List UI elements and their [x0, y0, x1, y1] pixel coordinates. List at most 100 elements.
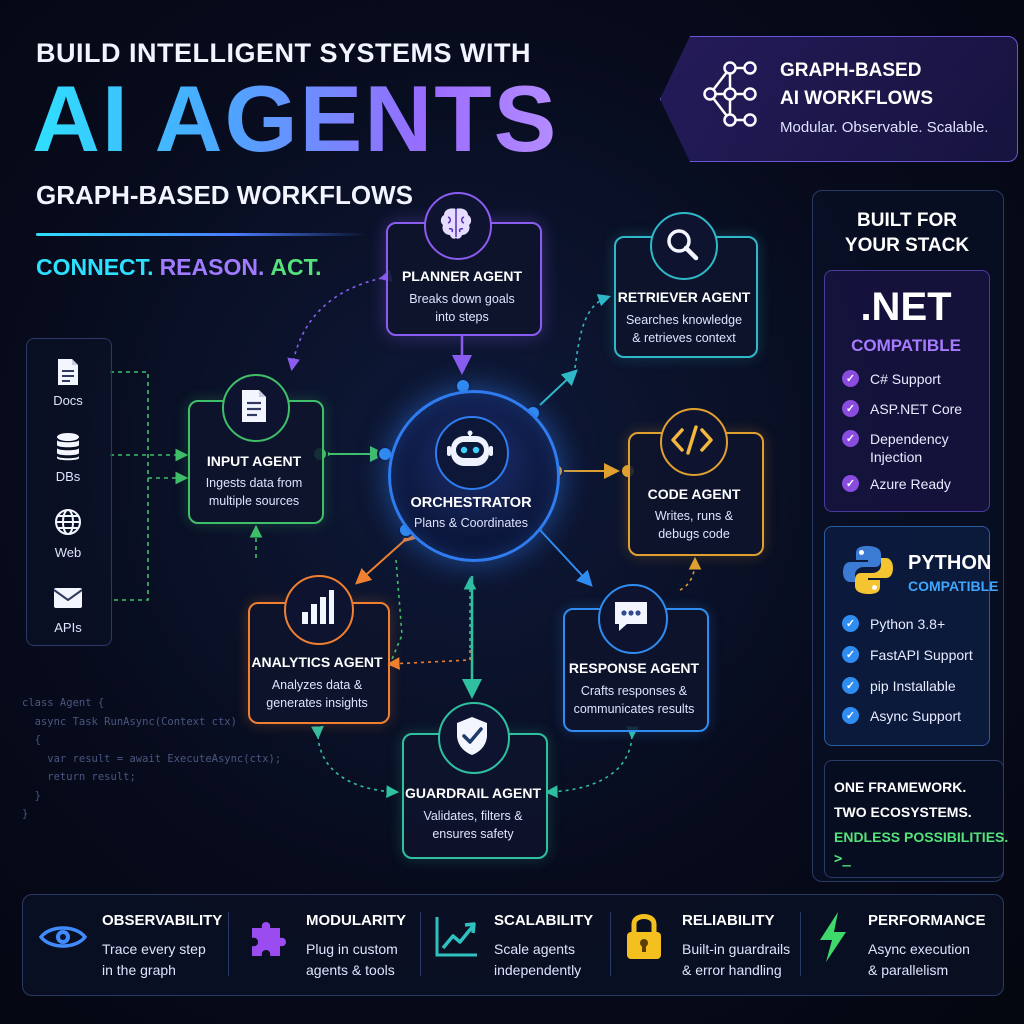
stack-title-line2: YOUR STACK [844, 235, 970, 256]
banner-line-1: GRAPH-BASED [780, 60, 922, 81]
python-feature-label: Python 3.8+ [870, 616, 946, 632]
globe-icon [55, 509, 81, 535]
check-icon: ✓ [842, 646, 859, 663]
retriever-agent-title: RETRIEVER AGENT [617, 289, 751, 305]
dotnet-feature-label-cont: Injection [870, 449, 923, 465]
dotnet-feature-label: Dependency [870, 431, 949, 447]
retriever-agent-desc-line1: Searches knowledge [625, 313, 743, 327]
feature-title-scalability: SCALABILITY [494, 912, 594, 929]
feature-divider [228, 912, 229, 976]
retriever-agent-desc: Searches knowledge & retrieves context [614, 311, 754, 347]
dotnet-compat: COMPATIBLE [851, 336, 961, 355]
code-line: } [22, 808, 29, 820]
response-agent-title: RESPONSE AGENT [568, 660, 700, 676]
tagline-connect: CONNECT. [36, 254, 154, 280]
planner-agent-title: PLANNER AGENT [401, 268, 523, 284]
puzzle-icon [252, 922, 286, 956]
input-agent-desc-line1: Ingests data from [205, 476, 303, 490]
input-agent-desc-line2: multiple sources [208, 494, 300, 508]
feature-desc-performance: Async execution& parallelism [868, 939, 970, 981]
guardrail-agent-title: GUARDRAIL AGENT [404, 785, 542, 801]
document-icon [242, 390, 266, 422]
banner-line-3: Modular. Observable. Scalable. [780, 119, 989, 136]
feature-desc-reliability: Built-in guardrails& error handling [682, 939, 790, 981]
dotnet-feature-label: C# Support [870, 371, 941, 387]
retriever-icon-badge [650, 212, 718, 280]
python-compat: COMPATIBLE [908, 578, 999, 594]
search-icon [667, 229, 699, 261]
input-agent-title: INPUT AGENT [206, 453, 302, 469]
check-icon: ✓ [842, 400, 859, 417]
feature-desc-line1: Scale agents [494, 941, 575, 957]
dotnet-card [824, 270, 990, 512]
code-line: async Task RunAsync(Context ctx) [22, 715, 237, 728]
code-agent-desc: Writes, runs & debugs code [628, 507, 760, 543]
terminal-prompt-icon: >_ [834, 851, 851, 867]
orchestrator-desc: Plans & Coordinates [414, 516, 528, 530]
response-agent-desc: Crafts responses & communicates results [563, 682, 705, 718]
guardrail-agent-desc-line1: Validates, filters & [423, 809, 523, 823]
header-top-line: BUILD INTELLIGENT SYSTEMS WITH [36, 38, 531, 68]
analytics-agent-desc-line2: generates insights [266, 696, 368, 710]
python-feature-label: FastAPI Support [870, 647, 973, 663]
code-line: } [22, 789, 41, 802]
analytics-agent-desc: Analyzes data & generates insights [248, 676, 386, 712]
code-snippet: class Agent { async Task RunAsync(Contex… [22, 694, 281, 824]
planner-agent-desc-line2: into steps [435, 310, 489, 324]
analytics-agent-title: ANALYTICS AGENT [251, 654, 383, 670]
code-icon-badge [660, 408, 728, 476]
check-icon: ✓ [842, 707, 859, 724]
planner-agent-card[interactable] [386, 222, 542, 336]
feature-title-modularity: MODULARITY [306, 912, 406, 929]
input-agent-desc: Ingests data from multiple sources [188, 474, 320, 510]
workflow-banner [660, 36, 1018, 162]
code-agent-desc-line1: Writes, runs & [654, 509, 734, 523]
source-label-docs: Docs [53, 393, 83, 408]
code-icon [671, 425, 713, 455]
retriever-agent-desc-line2: & retrieves context [632, 331, 736, 345]
feature-title-performance: PERFORMANCE [868, 912, 986, 929]
shield-check-icon [457, 717, 487, 755]
source-label-web: Web [54, 545, 82, 560]
dotnet-title: .NET [860, 285, 952, 329]
check-icon: ✓ [842, 430, 859, 447]
check-icon: ✓ [842, 677, 859, 694]
lightning-icon [820, 912, 846, 962]
feature-divider [610, 912, 611, 976]
feature-desc-line1: Built-in guardrails [682, 941, 791, 957]
stack-title-line1: BUILT FOR [857, 210, 957, 231]
feature-title-observability: OBSERVABILITY [102, 912, 223, 929]
feature-divider [800, 912, 801, 976]
framework-line3: ENDLESS POSSIBILITIES. [834, 829, 1009, 845]
header-subtitle: GRAPH-BASED WORKFLOWS [36, 180, 413, 210]
features-bar [22, 894, 1004, 996]
feature-desc-line1: Async execution [868, 941, 970, 957]
orchestrator-title: ORCHESTRATOR [410, 495, 532, 511]
planner-agent-desc-line1: Breaks down goals [409, 292, 515, 306]
source-label-dbs: DBs [55, 469, 81, 484]
code-agent-desc-line2: debugs code [658, 527, 730, 541]
feature-desc-line2: agents & tools [306, 962, 395, 978]
bar-chart-icon [302, 590, 334, 624]
banner-line-2: AI WORKFLOWS [780, 88, 934, 109]
eye-icon [38, 926, 88, 948]
response-agent-desc-line2: communicates results [573, 702, 695, 716]
framework-line1: ONE FRAMEWORK. [834, 779, 967, 795]
check-icon: ✓ [842, 615, 859, 632]
analytics-icon-badge [284, 575, 354, 645]
tagline: CONNECT.REASON.ACT. [36, 254, 327, 281]
brain-icon [440, 208, 472, 239]
framework-line2: TWO ECOSYSTEMS. [834, 804, 972, 820]
code-line: return result; [22, 771, 136, 783]
dotnet-feature-label: ASP.NET Core [870, 401, 963, 417]
feature-divider [420, 912, 421, 976]
feature-title-reliability: RELIABILITY [682, 912, 775, 929]
stack-title: BUILT FOR YOUR STACK [812, 208, 1002, 258]
graph-nodes-icon [703, 61, 757, 127]
headline: AI AGENTS [32, 66, 559, 171]
python-feature-label: pip Installable [870, 678, 956, 694]
source-label-apis: APIs [54, 620, 82, 635]
feature-desc-line2: in the graph [102, 962, 176, 978]
